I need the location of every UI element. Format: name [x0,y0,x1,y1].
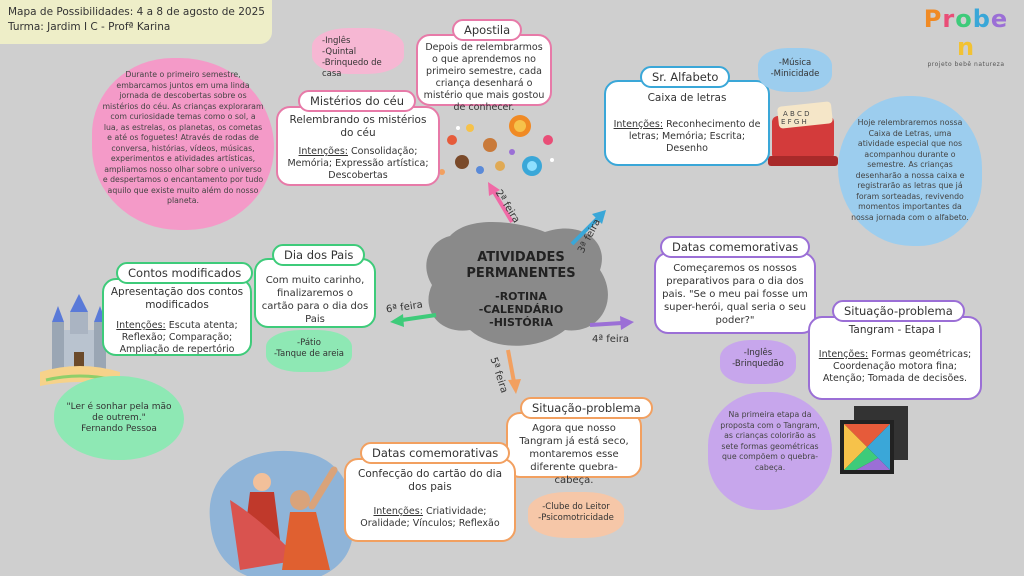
wednesday-extras: -Inglês -Brinquedão [720,340,796,384]
intent-label: Intenções: [818,349,869,360]
tuesday-context-blob: Hoje relembraremos nossa Caixa de Letras… [838,96,982,246]
center-title: ATIVIDADES PERMANENTES [466,250,576,281]
datas-wed-card: Começaremos os nossos preparativos para … [654,252,816,334]
intent-label: Intenções: [298,146,348,157]
friday-quote-blob: "Ler é sonhar pela mão de outrem." Ferna… [54,376,184,460]
svg-text:E F G H: E F G H [781,118,807,126]
friday-extras: -Pátio -Tanque de areia [266,330,352,372]
header-box: Mapa de Possibilidades: 4 a 8 de agosto … [0,0,272,44]
tuesday-context-text: Hoje relembraremos nossa Caixa de Letras… [851,118,969,222]
quote-author: Fernando Pessoa [81,424,157,434]
intent-text: Criatividade; Oralidade; Vínculos; Refle… [360,506,500,529]
tangram-title: Situação-problema [832,300,965,322]
apostila-title: Apostila [452,19,523,41]
svg-text:A B C D: A B C D [783,110,810,118]
alfabeto-title: Sr. Alfabeto [640,66,731,88]
misterios-title: Mistérios do céu [298,90,416,112]
center-item: -CALENDÁRIO [478,303,564,316]
logo-letter: r [942,5,956,33]
situacao-thu-text: Agora que nosso Tangram já está seco, mo… [519,423,629,486]
datas-wed-text: Começaremos os nossos preparativos para … [662,263,808,326]
center-node: ATIVIDADES PERMANENTES -ROTINA -CALENDÁR… [446,250,596,329]
center-item: -ROTINA [495,290,547,303]
intent-label: Intenções: [116,320,166,331]
arrow-tuesday [570,210,606,246]
day-label-wednesday: 4ª feira [592,334,629,345]
alfabeto-subtitle: Caixa de letras [647,92,727,104]
tangram-intentions: Intenções: Formas geométricas; Coordenaç… [816,349,974,385]
arrow-friday [390,313,437,327]
logo-letter: o [955,5,973,33]
apostila-text: Depois de relembrarmos o que aprendemos … [423,42,545,113]
arrow-wednesday [589,316,634,330]
monday-context-blob: Durante o primeiro semestre, embarcamos … [92,58,274,230]
extra-item: -Quintal [322,47,357,57]
logo-wordmark: Proben [918,5,1014,61]
situacao-thu-title: Situação-problema [520,397,653,419]
logo-letter: P [923,5,943,33]
datas-wed-title: Datas comemorativas [660,236,811,258]
extra-item: -Brinquedo de casa [322,58,382,79]
contos-intentions: Intenções: Escuta atenta; Reflexão; Comp… [108,320,246,356]
letter-box-illustration: A B C D E F G H [768,101,838,166]
center-blob [426,221,608,346]
datas-thu-title: Datas comemorativas [360,442,511,464]
superhero-photo [209,450,355,576]
arrow-monday [488,182,514,224]
intent-text: Consolidação; Memória; Expressão artísti… [287,146,429,181]
extra-item: -Inglês [743,348,773,358]
misterios-intentions: Intenções: Consolidação; Memória; Expres… [284,146,432,182]
extra-item: -Inglês [322,36,351,46]
center-list: -ROTINA -CALENDÁRIO -HISTÓRIA [446,290,596,329]
header-title: Mapa de Possibilidades: 4 a 8 de agosto … [8,6,265,18]
contos-subtitle: Apresentação dos contos modificados [110,286,244,311]
apostila-card: Depois de relembrarmos o que aprendemos … [416,34,552,113]
extra-item: -Psicomotricidade [538,513,614,523]
tangram-illustration [840,406,908,474]
extra-item: -Clube do Leitor [542,502,610,512]
alfabeto-intentions: Intenções: Reconhecimento de letras; Mem… [612,119,762,155]
misterios-card: Relembrando os mistérios do céu Intençõe… [276,106,440,186]
intent-label: Intenções: [613,119,664,130]
datas-thu-subtitle: Confecção do cartão do dia dos pais [357,468,503,493]
monday-context-text: Durante o primeiro semestre, embarcamos … [102,70,264,205]
situacao-thu-card: Agora que nosso Tangram já está seco, mo… [506,412,642,486]
monday-extras: -Inglês -Quintal -Brinquedo de casa [312,28,404,79]
extra-item: -Música [778,58,812,68]
extra-item: -Brinquedão [732,359,784,369]
dia-pais-title: Dia dos Pais [272,244,366,266]
contos-card: Apresentação dos contos modificados Inte… [102,278,252,356]
logo-letter: n [956,33,976,61]
center-item: -HISTÓRIA [489,316,553,329]
planets-illustration [439,115,554,176]
misterios-subtitle: Relembrando os mistérios do céu [289,114,427,139]
proben-logo: Proben projeto bebê natureza [918,5,1014,68]
datas-thu-intentions: Intenções: Criatividade; Oralidade; Vínc… [352,506,508,530]
tangram-subtitle: Tangram - Etapa I [848,324,942,336]
intent-label: Intenções: [373,506,423,517]
thursday-extras: -Clube do Leitor -Psicomotricidade [528,492,624,538]
quote-text: "Ler é sonhar pela mão de outrem." [66,402,172,423]
dia-pais-card: Com muito carinho, finalizaremos o cartã… [254,258,376,328]
tuesday-extras: -Música -Minicidade [758,48,832,92]
wednesday-context-text: Na primeira etapa da proposta com o Tang… [720,410,820,472]
dia-pais-text: Com muito carinho, finalizaremos o cartã… [261,275,369,325]
tangram-card: Tangram - Etapa I Intenções: Formas geom… [808,316,982,400]
alfabeto-card: Caixa de letras Intenções: Reconheciment… [604,80,770,166]
contos-title: Contos modificados [116,262,254,284]
extra-item: -Tanque de areia [273,349,345,359]
intent-text: Escuta atenta; Reflexão; Comparação; Amp… [119,320,238,355]
wednesday-context-blob: Na primeira etapa da proposta com o Tang… [708,392,832,510]
header-class: Turma: Jardim I C - Profª Karina [8,21,171,33]
extra-item: -Pátio [297,338,321,348]
intent-text: Formas geométricas; Coordenação motora f… [822,349,972,384]
datas-thu-card: Confecção do cartão do dia dos pais Inte… [344,458,516,542]
extra-item: -Minicidade [770,69,820,79]
arrow-thursday [506,349,521,394]
logo-letter: b [972,5,991,33]
logo-subtitle: projeto bebê natureza [927,61,1005,68]
intent-text: Reconhecimento de letras; Memória; Escri… [628,119,761,154]
logo-letter: e [990,5,1009,33]
